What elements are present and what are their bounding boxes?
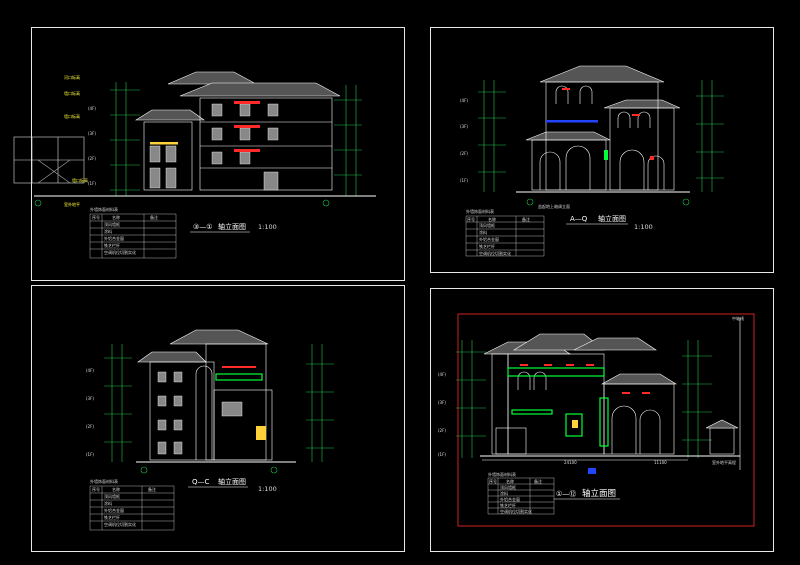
- ground-tag: 室外地平高程: [712, 459, 736, 465]
- axis-line-tag: 中轴线: [732, 315, 744, 321]
- legend-row: 外铝合金窗: [104, 235, 124, 241]
- floor-tag: (4F): [438, 372, 446, 377]
- legend-row: 铁艺栏杆: [104, 514, 120, 520]
- drawing-label: ③—①: [193, 223, 213, 231]
- sheet-3: [31, 285, 405, 552]
- drawing-scale: 1:100: [258, 485, 277, 493]
- drawing-scale: 1:100: [258, 223, 277, 231]
- drawing-label: A—Q: [570, 215, 588, 223]
- legend-row: 外铝合金窗: [479, 236, 499, 242]
- building-elevation: [480, 333, 740, 457]
- legend-header: 备注: [522, 216, 530, 222]
- drawing-title: 轴立面图: [218, 222, 246, 231]
- legend-row: 空调机位切割实化: [104, 521, 136, 527]
- legend-row: 外铝合金窗: [500, 496, 520, 502]
- drawing-title: 轴立面图: [582, 488, 616, 499]
- legend-header: 备注: [148, 486, 156, 492]
- floor-tag: (3F): [438, 400, 446, 405]
- legend-row: 空调机位切割实化: [479, 250, 511, 256]
- floor-tag: (2F): [460, 151, 468, 156]
- legend-row: 顶风墙框: [104, 493, 120, 499]
- floor-tag: (4F): [460, 98, 468, 103]
- legend-header: 序号: [92, 486, 100, 492]
- level-tag: 室外地平: [64, 201, 80, 207]
- legend-title: 外墙饰面材料表: [488, 471, 516, 477]
- level-tag: 墙口标高: [72, 177, 88, 183]
- drawing-title: 轴立面图: [598, 214, 626, 223]
- building-elevation: [136, 329, 296, 463]
- level-tag: 河口标高: [64, 74, 80, 80]
- legend-header: 备注: [150, 214, 158, 220]
- floor-tag: (1F): [86, 452, 94, 457]
- drawing-label: Q—C: [192, 478, 210, 486]
- dimension-label: 11100: [654, 460, 667, 465]
- level-tags: 河口标高 墙口标高 墙口标高 墙口标高 室外地平 (4F) (3F) (2F) …: [64, 74, 96, 207]
- legend-table: [465, 215, 545, 257]
- floor-tag: (1F): [438, 452, 446, 457]
- drawing-title: 轴立面图: [218, 477, 246, 486]
- legend-row: 铁艺栏杆: [479, 243, 495, 249]
- floor-tag: (4F): [86, 368, 94, 373]
- floor-tag: (2F): [438, 428, 446, 433]
- legend-title: 外墙饰面材料表: [90, 478, 118, 484]
- level-tag: 墙口标高: [64, 90, 80, 96]
- building-elevation: [516, 65, 690, 193]
- legend-row: 涂料: [104, 228, 112, 234]
- floor-tag: (1F): [88, 181, 96, 186]
- level-tag: 墙口标高: [64, 113, 80, 119]
- legend-row: 空调机位切割实化: [500, 508, 532, 514]
- sheet-2: [430, 27, 774, 273]
- legend-row: 涂料: [500, 490, 508, 496]
- legend-row: 顶风墙框: [479, 222, 495, 228]
- legend-title: 外墙饰面材料表: [90, 206, 118, 212]
- legend-header: 名称: [506, 478, 514, 484]
- floor-tag: (2F): [86, 424, 94, 429]
- legend-row: 涂料: [104, 500, 112, 506]
- legend-header: 备注: [534, 478, 542, 484]
- building-elevation: [34, 71, 376, 197]
- legend-header: 名称: [112, 214, 120, 220]
- sheet-1: [31, 27, 405, 281]
- legend-header: 序号: [467, 216, 475, 222]
- legend-row: 顶风墙框: [500, 484, 516, 490]
- floor-tag: (2F): [88, 156, 96, 161]
- sheet-4: [430, 288, 774, 552]
- legend-table: [89, 485, 175, 531]
- legend-table: [89, 213, 177, 259]
- legend-row: 外铝合金窗: [104, 507, 124, 513]
- legend-row: 铁艺栏杆: [500, 502, 516, 508]
- drawing-scale: 1:100: [634, 223, 653, 231]
- legend-title: 外墙饰面材料表: [466, 208, 494, 214]
- legend-row: 空调机位切割实化: [104, 249, 136, 255]
- drawing-label: ①—⑫: [556, 490, 576, 498]
- floor-tag: (3F): [88, 131, 96, 136]
- legend-table: [487, 477, 555, 515]
- floor-tag: (1F): [460, 178, 468, 183]
- floor-tag: (3F): [460, 124, 468, 129]
- legend-header: 序号: [489, 478, 497, 484]
- legend-header: 名称: [112, 486, 120, 492]
- legend-row: 涂料: [479, 229, 487, 235]
- dimension-label: 24100: [564, 460, 577, 465]
- floor-tag: (3F): [86, 396, 94, 401]
- legend-row: 顶风墙框: [104, 221, 120, 227]
- legend-header: 名称: [488, 216, 496, 222]
- drawing-subtitle: 益起地上暗调立面: [538, 203, 570, 209]
- floor-tag: (4F): [88, 106, 96, 111]
- legend-header: 序号: [92, 214, 100, 220]
- legend-row: 铁艺栏杆: [104, 242, 120, 248]
